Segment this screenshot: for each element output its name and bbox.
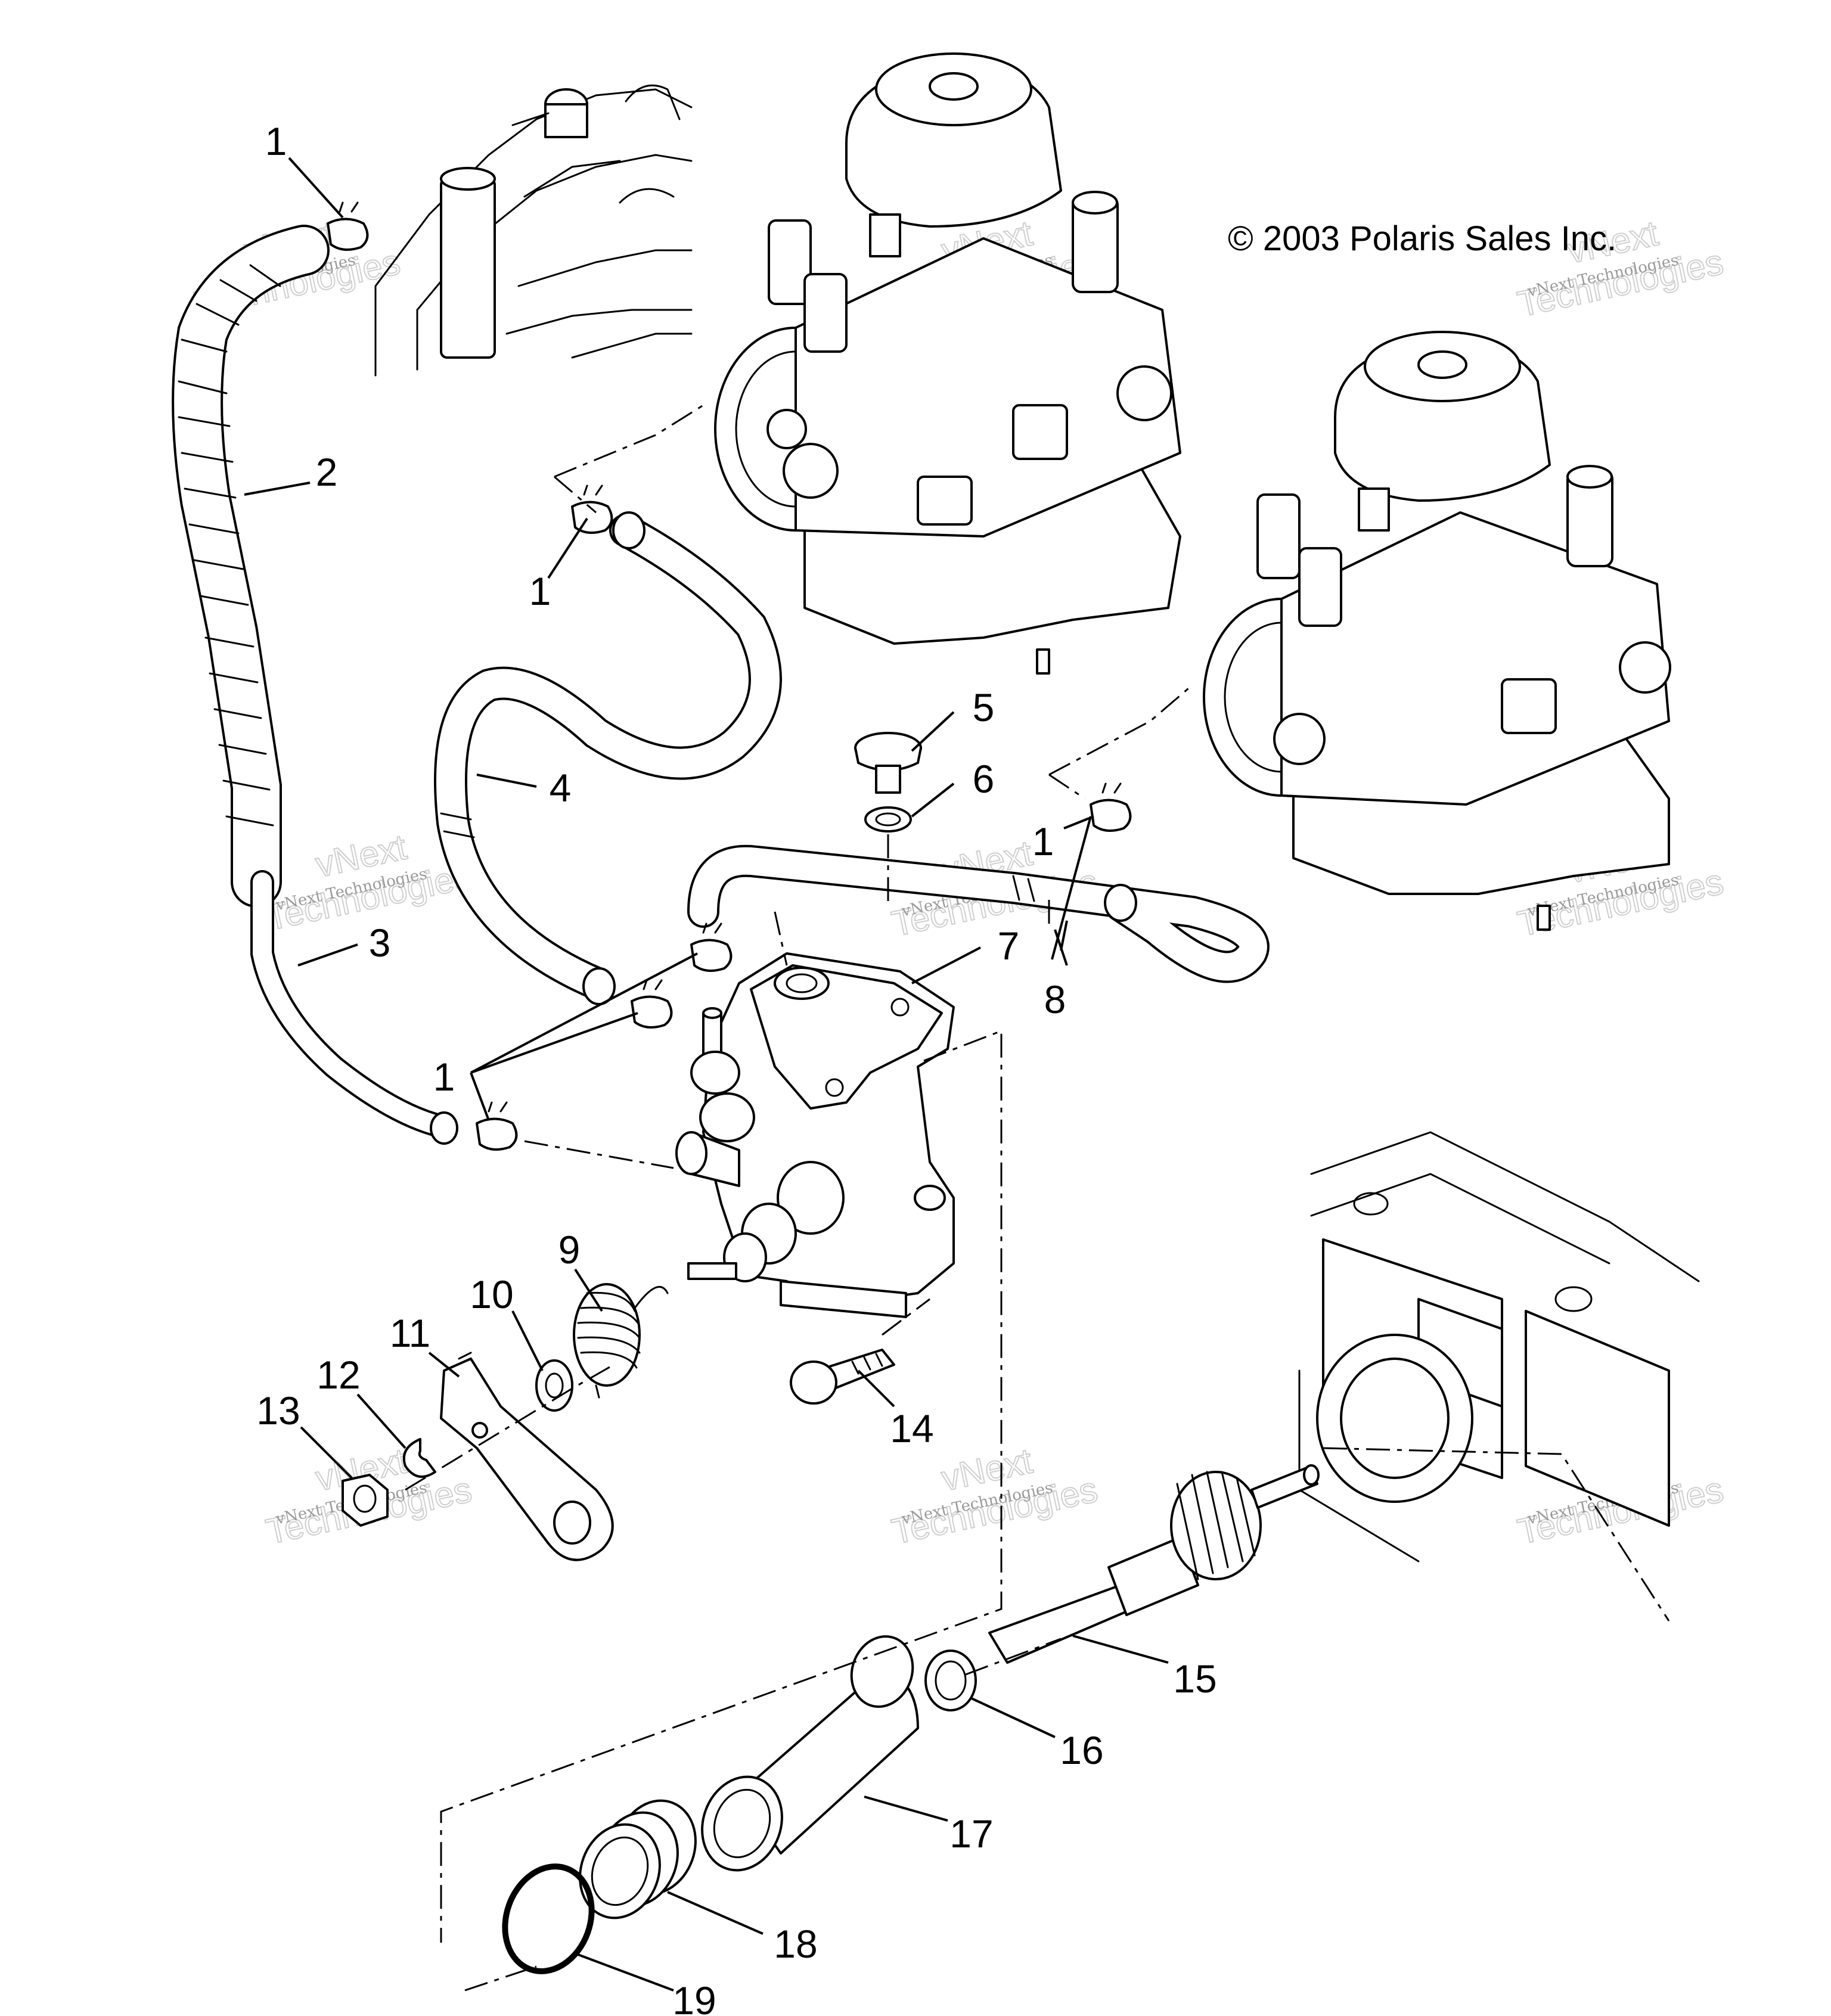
crankcase [1298, 1131, 1700, 1563]
spring [573, 1283, 669, 1399]
leader-lines [244, 157, 1169, 1992]
alignment-lines [405, 404, 1670, 1992]
hose-clamp [1090, 782, 1132, 832]
callout-16: 16 [1060, 1728, 1103, 1772]
hose-8 [687, 844, 1270, 983]
callout-1: 1 [265, 119, 287, 163]
copyright-text: © 2003 Polaris Sales Inc. [1228, 219, 1616, 258]
bushing [701, 1635, 919, 1872]
carburetor-2 [1203, 331, 1671, 931]
spring-coil [579, 1799, 697, 1919]
callout-19: 19 [672, 1978, 716, 2016]
retaining-clip [402, 1438, 436, 1478]
callout-14: 14 [890, 1406, 933, 1450]
callout-6: 6 [973, 757, 995, 801]
hose-clamp [327, 201, 369, 251]
callout-11: 11 [390, 1311, 431, 1355]
engine-head [374, 84, 693, 377]
callout-4: 4 [550, 766, 572, 810]
callout-12: 12 [316, 1353, 360, 1397]
callout-15: 15 [1173, 1657, 1216, 1701]
hose-clamp [690, 922, 733, 972]
callout-8: 8 [1044, 977, 1066, 1021]
callout-1: 1 [1032, 819, 1054, 863]
washer [535, 1359, 573, 1412]
callout-1: 1 [529, 569, 551, 613]
oil-pump [675, 952, 955, 1318]
thrust-washer [924, 1650, 977, 1711]
drive-gear-shaft [988, 1464, 1320, 1664]
callout-2: 2 [316, 450, 338, 494]
hose-clamp [476, 1101, 518, 1151]
carburetor-1 [714, 52, 1181, 675]
callout-7: 7 [998, 924, 1020, 968]
hose-3 [250, 870, 458, 1145]
callout-17: 17 [949, 1812, 993, 1856]
callout-3: 3 [369, 921, 391, 965]
screw [790, 1349, 895, 1405]
callouts: 1 2 3 4 1 5 6 7 8 1 1 9 10 11 12 13 14 1… [256, 119, 1216, 2016]
hose-clamp [631, 979, 673, 1029]
callout-18: 18 [774, 1922, 817, 1966]
callout-9: 9 [558, 1228, 581, 1272]
callout-13: 13 [256, 1388, 300, 1433]
hose-4 [434, 511, 782, 1005]
callout-5: 5 [973, 685, 995, 729]
sealing-washer [864, 806, 912, 833]
callout-10: 10 [470, 1272, 513, 1316]
banjo-bolt [854, 732, 922, 794]
nut [342, 1474, 389, 1527]
callout-1: 1 [433, 1055, 455, 1099]
lever [440, 1352, 614, 1561]
o-ring [502, 1863, 595, 1974]
hose-2 [172, 225, 330, 908]
